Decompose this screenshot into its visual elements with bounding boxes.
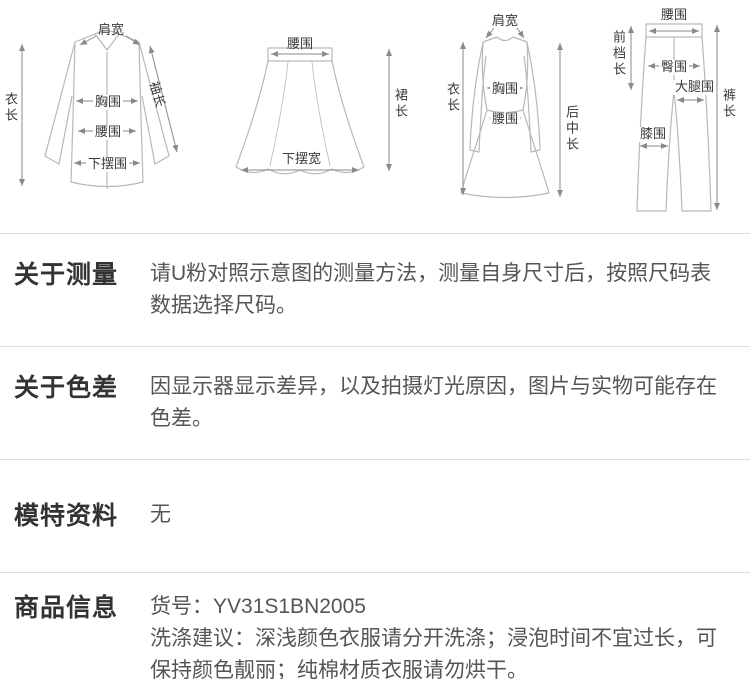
section-product-info-inner: 商品信息 货号：YV31S1BN2005 洗涤建议：深浅颜色衣服请分开洗涤；浸泡…	[0, 573, 750, 679]
skirt-waist-label: 腰围	[287, 36, 314, 51]
size-diagrams: 衣长 肩宽 袖长 胸围 腰围 下摆围 腰围 下摆宽 裙长 肩宽 衣长 胸围 腰围…	[0, 0, 750, 233]
skirt-arrows	[241, 49, 392, 173]
section-product-info: 商品信息 货号：YV31S1BN2005 洗涤建议：深浅颜色衣服请分开洗涤；浸泡…	[0, 572, 750, 679]
dress-bust-label: 胸围	[490, 81, 521, 97]
section-title: 关于色差	[14, 374, 119, 402]
section-text: 请U粉对照示意图的测量方法，测量自身尺寸后，按照尺码表数据选择尺码。	[150, 262, 712, 317]
dress-drawing	[460, 36, 550, 199]
section-about-measurement-inner: 关于测量 请U粉对照示意图的测量方法，测量自身尺寸后，按照尺码表数据选择尺码。	[0, 240, 750, 340]
section-title: 关于测量	[14, 261, 119, 289]
dress-waist-label: 腰围	[490, 111, 521, 127]
pants-thigh-label: 大腿围	[673, 79, 717, 95]
pants-front-rise-label: 前档长	[611, 30, 626, 78]
washing-advice-text: 洗涤建议：深浅颜色衣服请分开洗涤；浸泡时间不宜过长，可保持颜色靓丽；纯棉材质衣服…	[150, 627, 717, 679]
skirt-hem-width-label: 下摆宽	[280, 151, 324, 167]
skirt-length-label: 裙长	[393, 88, 408, 120]
section-model-info: 模特资料 无	[0, 459, 750, 572]
section-text: 无	[150, 503, 171, 526]
pants-arrows	[628, 25, 720, 210]
pants-waist-label: 腰围	[661, 7, 688, 22]
shirt-waist-label: 腰围	[93, 124, 124, 140]
section-body: 因显示器显示差异，以及拍摄灯光原因，图片与实物可能存在色差。	[150, 371, 726, 435]
shirt-garment-length-label: 衣长	[3, 92, 18, 124]
dress-back-length-label: 后中长	[564, 105, 579, 153]
pants-knee-label: 膝围	[638, 126, 669, 142]
pants-drawing	[636, 23, 712, 212]
section-about-measurement: 关于测量 请U粉对照示意图的测量方法，测量自身尺寸后，按照尺码表数据选择尺码。	[0, 233, 750, 346]
section-color-difference: 关于色差 因显示器显示差异，以及拍摄灯光原因，图片与实物可能存在色差。	[0, 346, 750, 459]
section-color-difference-inner: 关于色差 因显示器显示差异，以及拍摄灯光原因，图片与实物可能存在色差。	[0, 353, 750, 453]
section-model-info-inner: 模特资料 无	[0, 481, 750, 551]
section-body: 货号：YV31S1BN2005 洗涤建议：深浅颜色衣服请分开洗涤；浸泡时间不宜过…	[150, 591, 726, 679]
section-title: 商品信息	[14, 594, 119, 622]
dress-garment-length-label: 衣长	[445, 82, 460, 114]
shirt-bust-label: 胸围	[93, 94, 124, 110]
section-body: 无	[150, 499, 726, 531]
shirt-shoulder-width-label: 肩宽	[98, 22, 125, 37]
section-text: 因显示器显示差异，以及拍摄灯光原因，图片与实物可能存在色差。	[150, 375, 717, 430]
pants-length-label: 裤长	[721, 88, 736, 120]
section-body: 请U粉对照示意图的测量方法，测量自身尺寸后，按照尺码表数据选择尺码。	[150, 258, 726, 322]
product-code-text: 货号：YV31S1BN2005	[150, 595, 366, 618]
section-title: 模特资料	[14, 502, 119, 530]
pants-hip-label: 臀围	[659, 59, 690, 75]
dress-shoulder-width-label: 肩宽	[492, 13, 519, 28]
shirt-hem-label: 下摆围	[86, 156, 130, 172]
